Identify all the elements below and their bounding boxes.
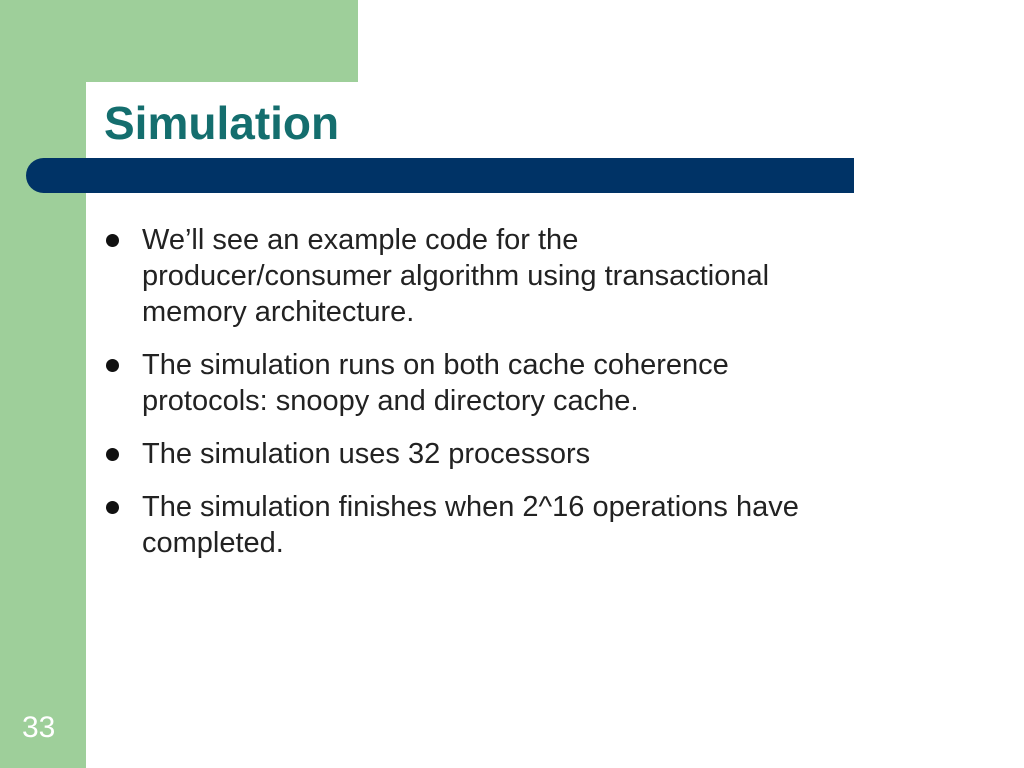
bullet-list: We’ll see an example code for the produc… — [104, 222, 934, 578]
bullet-line: producer/consumer algorithm using transa… — [142, 260, 770, 292]
bullet-line: completed. — [142, 527, 284, 559]
bullet-dot-icon — [106, 448, 119, 461]
bullet-line: The simulation finishes when 2^16 operat… — [142, 491, 799, 523]
bullet-item-4: The simulation finishes when 2^16 operat… — [104, 489, 934, 561]
title-underline-bar — [26, 158, 854, 193]
top-green-band — [0, 0, 358, 82]
bullet-item-2: The simulation runs on both cache cohere… — [104, 347, 934, 419]
bullet-item-3: The simulation uses 32 processors — [104, 436, 934, 472]
bullet-dot-icon — [106, 359, 119, 372]
bullet-dot-icon — [106, 501, 119, 514]
slide-page-number: 33 — [22, 711, 56, 744]
left-green-band — [0, 0, 86, 768]
slide-title: Simulation — [104, 97, 340, 149]
bullet-line: memory architecture. — [142, 296, 415, 328]
bullet-line: protocols: snoopy and directory cache. — [142, 385, 639, 417]
bullet-item-1: We’ll see an example code for the produc… — [104, 222, 934, 330]
bullet-dot-icon — [106, 234, 119, 247]
bullet-line: The simulation runs on both cache cohere… — [142, 349, 729, 381]
bullet-line: The simulation uses 32 processors — [142, 438, 591, 470]
bullet-line: We’ll see an example code for the — [142, 224, 579, 256]
